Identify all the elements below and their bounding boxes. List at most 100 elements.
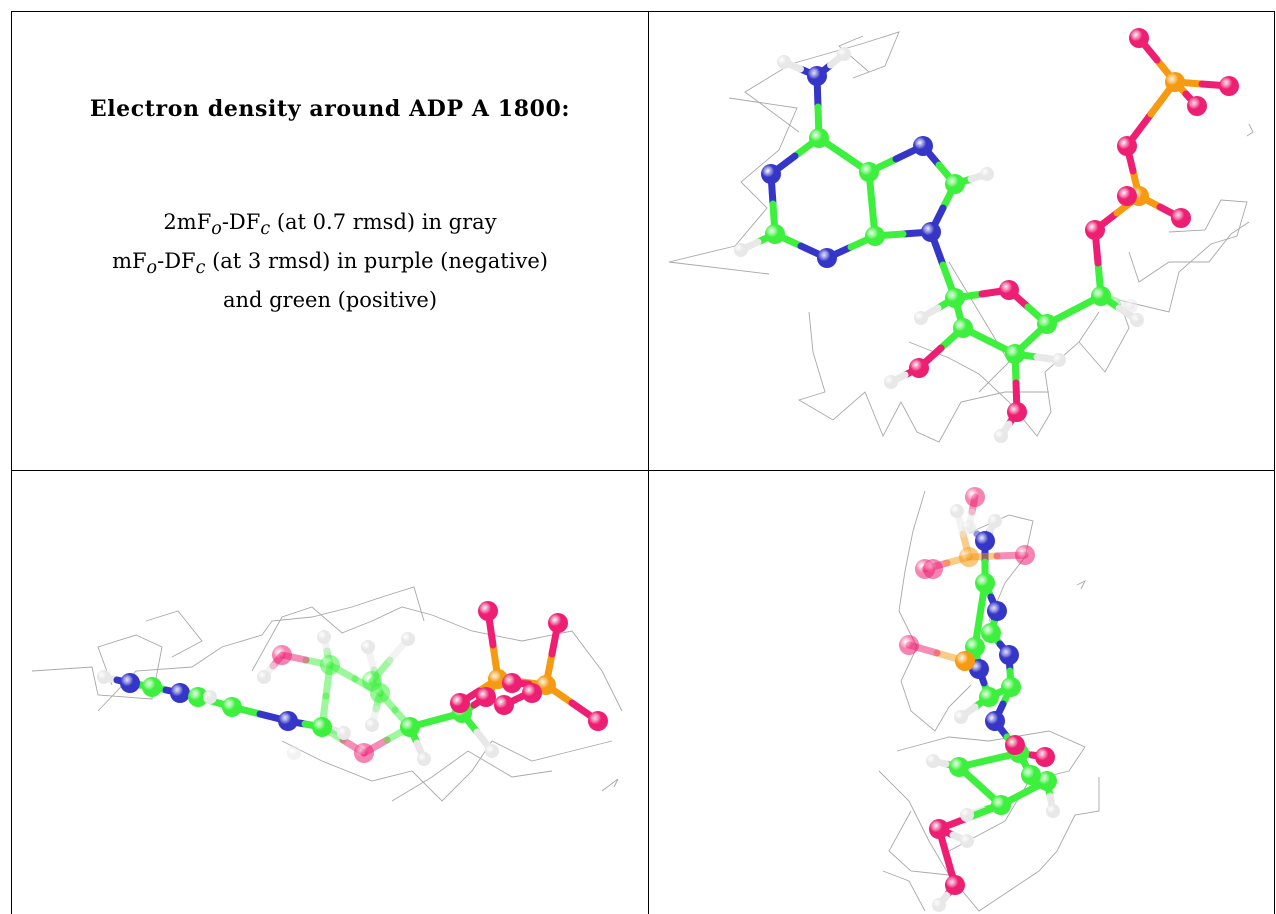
density-mesh — [896, 730, 1086, 852]
caption-line-1: 2mFo-DFc (at 0.7 rmsd) in gray — [163, 210, 497, 240]
oxygen-atom — [494, 695, 514, 715]
carbon-atom — [188, 687, 208, 707]
carbon-atom — [142, 677, 162, 697]
density-mesh — [888, 810, 950, 876]
nitrogen-atom — [999, 645, 1019, 665]
molecule-view-2 — [11, 471, 649, 914]
density-mesh — [744, 31, 900, 133]
carbon-atom — [991, 795, 1011, 815]
hydrogen-atom — [962, 520, 976, 534]
carbon-atom — [981, 623, 1001, 643]
nitrogen-atom — [985, 711, 1005, 731]
hydrogen-atom — [203, 690, 217, 704]
nitrogen-atom — [817, 248, 837, 268]
phosphorus-atom — [1165, 72, 1185, 92]
carbon-atom — [965, 637, 985, 657]
density-mesh — [251, 606, 623, 712]
density-mesh — [601, 778, 619, 792]
density-mesh — [668, 97, 798, 275]
hydrogen-atom — [926, 754, 940, 768]
carbon-atom — [1037, 314, 1057, 334]
hydrogen-atom — [980, 167, 994, 181]
hydrogen-atom — [914, 311, 928, 325]
hydrogen-atom — [960, 808, 974, 822]
carbon-atom — [949, 757, 969, 777]
hydrogen-atom — [257, 670, 271, 684]
hydrogen-atom — [960, 834, 974, 848]
nitrogen-atom — [120, 673, 140, 693]
density-mesh — [1078, 199, 1248, 373]
oxygen-atom — [1129, 28, 1149, 48]
carbon-atom — [1037, 771, 1057, 791]
molecule-view-3 — [649, 471, 1275, 914]
carbon-atom — [362, 671, 382, 691]
carbon-atom — [1091, 286, 1111, 306]
oxygen-atom — [1117, 186, 1137, 206]
oxygen-atom — [965, 487, 985, 507]
oxygen-atom — [1015, 545, 1035, 565]
oxygen-atom — [923, 559, 943, 579]
oxygen-atom — [929, 819, 949, 839]
oxygen-atom — [354, 743, 374, 763]
caption-line-3: and green (positive) — [222, 288, 438, 313]
oxygen-atom — [272, 645, 292, 665]
oxygen-atom — [476, 687, 496, 707]
hydrogen-atom — [950, 504, 964, 518]
carbon-atom — [1021, 765, 1041, 785]
view-1-svg — [668, 28, 1254, 443]
density-mesh — [898, 490, 972, 732]
density-mesh — [1246, 123, 1254, 137]
caption-text: 2mFo-DFc (at 0.7 rmsd) in gray mFo-DFc (… — [12, 206, 648, 316]
density-mesh — [878, 770, 1100, 912]
hydrogen-atom — [365, 718, 379, 732]
oxygen-atom — [1219, 76, 1239, 96]
density-mesh — [145, 610, 203, 658]
oxygen-atom — [999, 280, 1019, 300]
oxygen-atom — [1085, 220, 1105, 240]
oxygen-atom — [478, 601, 498, 621]
density-mesh — [391, 750, 553, 802]
carbon-atom — [945, 288, 965, 308]
oxygen-atom — [522, 683, 542, 703]
hydrogen-atom — [837, 47, 851, 61]
hydrogen-atom — [994, 429, 1008, 443]
oxygen-atom — [1171, 208, 1191, 228]
oxygen-atom — [945, 875, 965, 895]
carbon-atom — [975, 573, 995, 593]
oxygen-atom — [909, 358, 929, 378]
density-mesh — [908, 311, 1100, 437]
carbon-atom — [953, 318, 973, 338]
phosphorus-atom — [955, 651, 975, 671]
density-mesh — [882, 870, 926, 912]
oxygen-atom — [588, 711, 608, 731]
carbon-atom — [320, 655, 340, 675]
carbon-atom — [979, 687, 999, 707]
carbon-atom — [400, 717, 420, 737]
phosphorus-atom — [959, 547, 979, 567]
hydrogen-atom — [1052, 353, 1066, 367]
hydrogen-atom — [417, 752, 431, 766]
hydrogen-atom — [932, 898, 946, 912]
carbon-atom — [1005, 344, 1025, 364]
carbon-atom — [865, 226, 885, 246]
hydrogen-atom — [401, 632, 415, 646]
carbon-atom — [945, 174, 965, 194]
hydrogen-atom — [1130, 313, 1144, 327]
hydrogen-atom — [97, 670, 111, 684]
density-mesh — [1128, 221, 1250, 283]
carbon-atom — [859, 162, 879, 182]
nitrogen-atom — [807, 66, 827, 86]
nitrogen-atom — [761, 164, 781, 184]
hydrogen-atom — [287, 746, 301, 760]
density-mesh — [948, 261, 1010, 393]
hydrogen-atom — [485, 744, 499, 758]
hydrogen-atom — [361, 640, 375, 654]
oxygen-atom — [450, 693, 470, 713]
density-mesh — [797, 311, 1049, 443]
carbon-atom — [765, 224, 785, 244]
density-mesh — [281, 740, 613, 802]
oxygen-atom — [1187, 96, 1207, 116]
hydrogen-atom — [317, 630, 331, 644]
molecule-view-1 — [649, 11, 1275, 471]
hydrogen-atom — [734, 243, 748, 257]
